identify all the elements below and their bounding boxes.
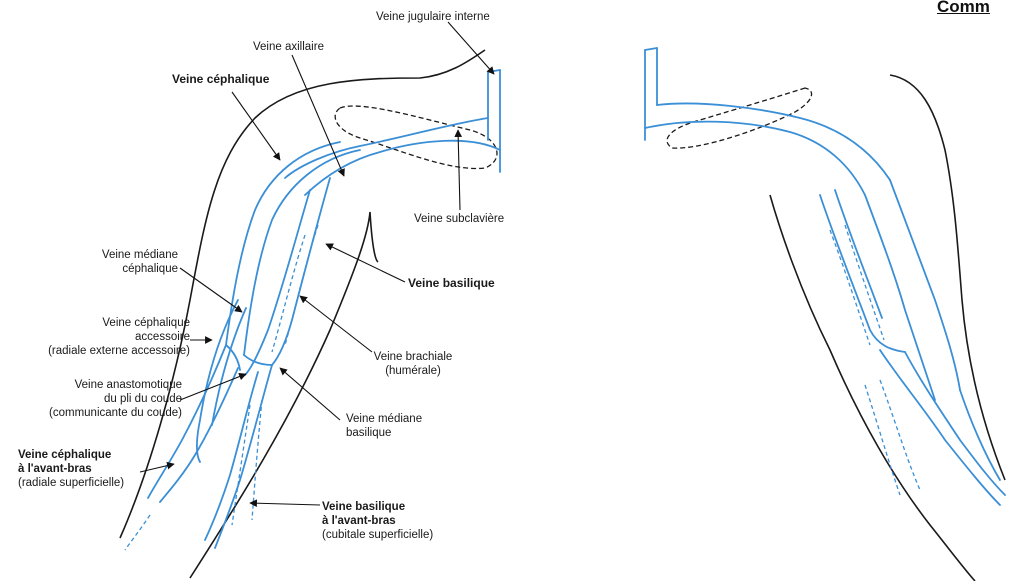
corner-title: Comm [937,0,990,17]
right-deep-veins [830,225,920,495]
label-line: (radiale superficielle) [18,476,124,490]
label-line: Veine médiane [78,248,178,262]
label-line: (cubitale superficielle) [322,528,433,542]
label-line: (communicante du coude) [20,406,182,420]
label-line: (humérale) [368,364,458,378]
leader-jugulaire [448,22,494,74]
label-jugulaire: Veine jugulaire interne [376,10,490,24]
label-mediane-basilique: Veine médiane basilique [346,412,422,440]
label-cephalique-accessoire: Veine céphalique accessoire (radiale ext… [8,316,190,358]
label-mediane-cephalique: Veine médiane céphalique [78,248,178,276]
label-line: Veine brachiale [368,350,458,364]
label-line: du pli du coude [20,392,182,406]
label-anastomotique: Veine anastomotique du pli du coude (com… [20,378,182,420]
leader-basilique [326,244,405,282]
label-line: Veine basilique [322,500,433,514]
label-subclaviere: Veine subclavière [414,212,504,226]
leader-basilique-avant-bras [250,503,320,505]
label-line: Veine basilique [408,276,495,290]
label-cephalique: Veine céphalique [172,72,269,86]
label-line: Veine jugulaire interne [376,10,490,24]
label-cephalique-avant-bras: Veine céphalique à l'avant-bras (radiale… [18,448,124,490]
label-line: (radiale externe accessoire) [8,344,190,358]
right-arm-outline [770,75,1005,581]
label-line: basilique [346,426,422,440]
label-line: accessoire [8,330,190,344]
label-line: Veine subclavière [414,212,504,226]
label-brachiale: Veine brachiale (humérale) [368,350,458,378]
label-line: à l'avant-bras [18,462,124,476]
label-basilique: Veine basilique [408,276,495,290]
right-clavicle-outline [667,88,812,148]
leader-cephalique-avant-bras [140,464,174,472]
label-axillaire: Veine axillaire [253,40,324,54]
label-basilique-avant-bras: Veine basilique à l'avant-bras (cubitale… [322,500,433,542]
label-line: à l'avant-bras [322,514,433,528]
label-line: céphalique [78,262,178,276]
leader-subclaviere [458,130,460,210]
label-line: Veine médiane [346,412,422,426]
label-line: Veine céphalique [172,72,269,86]
leader-brachiale [300,296,372,352]
left-veins [148,70,500,548]
label-line: Veine céphalique [8,316,190,330]
right-veins [645,48,1005,505]
label-leaders [140,22,494,505]
leader-cephalique [232,92,280,160]
label-line: Veine anastomotique [20,378,182,392]
label-line: Veine axillaire [253,40,324,54]
label-line: Veine céphalique [18,448,124,462]
